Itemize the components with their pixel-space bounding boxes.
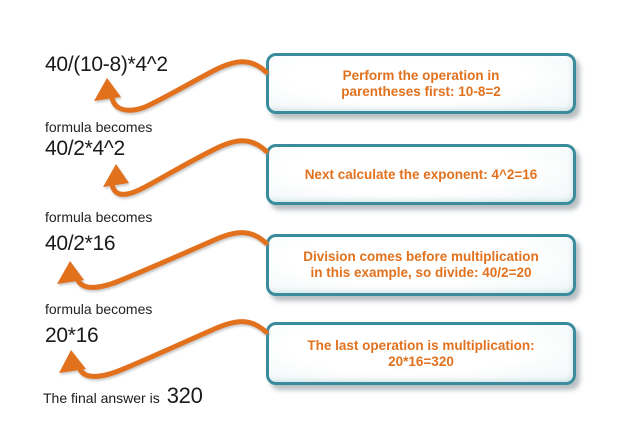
formula-step-4: 20*16 (45, 324, 99, 347)
formula-step-1: 40/(10-8)*4^2 (45, 53, 168, 76)
callout-box-4: The last operation is multiplication: 20… (266, 322, 576, 385)
formula-step-3: 40/2*16 (45, 232, 116, 255)
formula-becomes-label-3: formula becomes (45, 301, 153, 317)
callout-text-1: Perform the operation in parentheses fir… (341, 67, 501, 99)
formula-step-2: 40/2*4^2 (45, 137, 125, 160)
callout-box-3: Division comes before multiplication in … (266, 234, 576, 296)
formula-becomes-label-2: formula becomes (45, 209, 153, 225)
final-answer-line: The final answer is 320 (43, 383, 203, 409)
final-answer-label: The final answer is (43, 390, 160, 406)
callout-box-2: Next calculate the exponent: 4^2=16 (266, 144, 576, 205)
callout-text-2: Next calculate the exponent: 4^2=16 (304, 166, 538, 182)
callout-box-1: Perform the operation in parentheses fir… (266, 53, 576, 114)
curved-arrow-2-icon (103, 138, 269, 197)
final-answer-value: 320 (166, 383, 203, 408)
callout-text-4: The last operation is multiplication: 20… (307, 337, 535, 369)
callout-text-3: Division comes before multiplication in … (303, 249, 539, 280)
formula-becomes-label-1: formula becomes (45, 119, 153, 135)
